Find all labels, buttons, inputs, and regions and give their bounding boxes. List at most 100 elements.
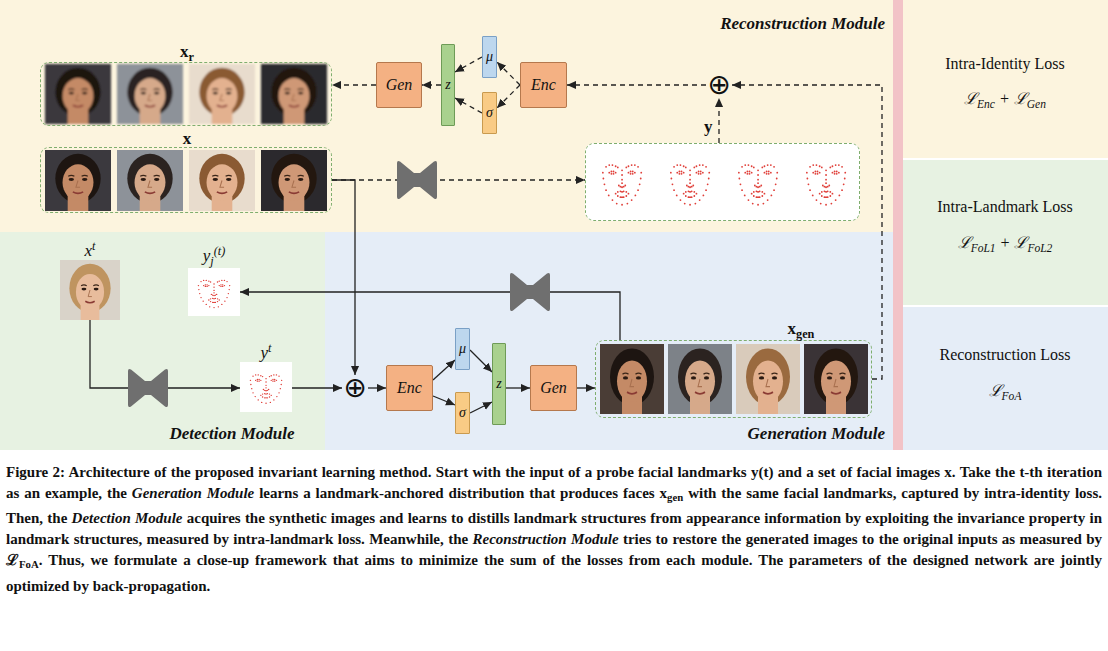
arrow-connector: [455, 98, 482, 113]
loss-panel: Intra-Landmark LossℒFoL1 + ℒFoL2: [903, 160, 1108, 305]
node-label: σ: [486, 105, 493, 121]
text-run: FoA: [1002, 390, 1022, 402]
face-photo: [600, 344, 664, 414]
text-run: Enc: [977, 98, 995, 110]
face-photo: [261, 150, 327, 211]
figure-caption: Figure 2: Architecture of the proposed i…: [6, 462, 1102, 597]
network-block: Enc: [386, 365, 433, 411]
node-label: σ: [459, 405, 466, 421]
text-run: gen: [667, 491, 683, 503]
node-label: ℒFoA: [989, 382, 1022, 399]
text-holder: Reconstruction Module: [720, 14, 885, 34]
text-run: Generation Module: [132, 485, 254, 501]
image-group: xr: [40, 62, 332, 126]
network-block: Enc: [520, 62, 567, 108]
arrow-connector: [470, 402, 492, 413]
loss-panel: Reconstruction LossℒFoA: [903, 307, 1108, 450]
face-photo: [189, 64, 255, 124]
node-label: y: [704, 117, 713, 136]
node-label: μ: [486, 49, 493, 65]
node-label: Gen: [540, 379, 567, 397]
node-label: ⊕: [343, 375, 366, 401]
text-run: FoL2: [1027, 242, 1052, 254]
arrow-connector: [455, 57, 482, 72]
text-run: (t): [214, 244, 226, 258]
arrow-connector: [433, 396, 455, 405]
node-label: ⊕: [707, 72, 730, 98]
face-photo: [60, 260, 120, 320]
panel-ground: [903, 307, 1108, 450]
latent-bar: σ: [455, 392, 470, 434]
face-photo: [804, 344, 868, 414]
node-label: xgen: [788, 319, 815, 338]
text-run: r: [189, 50, 194, 64]
text-run: FoL1: [971, 242, 996, 254]
text-run: gen: [796, 327, 814, 341]
text-holder: x: [183, 129, 192, 148]
node-label: Intra-Identity Loss: [945, 55, 1065, 72]
landmark-ground: [585, 143, 860, 221]
text-holder: yt: [261, 339, 272, 362]
node-label: x: [183, 129, 192, 148]
text-run: t: [92, 239, 95, 253]
node-label: Detection Module: [169, 424, 294, 443]
arrow-connector: [497, 62, 520, 85]
face-row: [600, 344, 868, 414]
node-label: Enc: [397, 379, 422, 397]
text-holder: Generation Module: [748, 424, 885, 444]
landmark-dots: [807, 165, 846, 205]
node-label: z: [445, 77, 450, 93]
network-block: Gen: [376, 62, 422, 108]
arrow-connector: [332, 84, 376, 85]
text-holder: xgen: [788, 319, 815, 344]
text-run: j: [210, 254, 213, 268]
arrow-connector: [332, 179, 585, 180]
arrow-connector: [368, 387, 386, 388]
latent-bar: z: [492, 343, 506, 425]
node-label: Reconstruction Loss: [939, 346, 1070, 363]
node-label: z: [496, 376, 501, 392]
sum-operator: ⊕: [342, 375, 368, 401]
divider-bar: [893, 0, 903, 450]
face-photo: [736, 344, 800, 414]
text-holder: ℒFoL1 + ℒFoL2: [958, 233, 1053, 258]
landmark-ground: [240, 362, 292, 412]
node-label: ℒFoL1 + ℒFoL2: [958, 234, 1053, 251]
image-tile: yt: [240, 362, 292, 412]
text-holder: Intra-Landmark Loss: [937, 197, 1073, 216]
node-label: ℒEnc + ℒGen: [964, 90, 1046, 107]
face-photo: [45, 64, 111, 124]
image-tile: xt: [60, 260, 120, 320]
module-region: Detection Modulextyj(t)yt: [0, 232, 325, 450]
landmark-dots: [198, 280, 229, 307]
node-label: Intra-Landmark Loss: [937, 198, 1073, 215]
text-run: Reconstruction Module: [473, 531, 619, 547]
arrow-connector: [718, 98, 719, 143]
text-run: Detection Module: [72, 510, 183, 526]
arrow-connector: [732, 85, 882, 379]
landmark-ground: [188, 268, 240, 316]
image-group: x: [40, 147, 332, 213]
arrow-connector: [506, 387, 530, 388]
node-label: xt: [85, 241, 96, 260]
loss-panel: Intra-Identity LossℒEnc + ℒGen: [903, 0, 1108, 158]
detector-network: [397, 161, 437, 199]
landmark-dots: [603, 165, 642, 205]
face-photo: [117, 64, 183, 124]
node-label: Generation Module: [748, 424, 885, 443]
latent-bar: σ: [482, 92, 497, 134]
node-label: xr: [180, 42, 194, 61]
latent-bar: z: [441, 44, 455, 126]
node-label: Gen: [386, 76, 413, 94]
module-ground: [0, 232, 325, 450]
image-group: y: [585, 143, 860, 221]
latent-bar: μ: [455, 328, 470, 370]
module-ground: [0, 0, 893, 232]
detector-network: [128, 369, 168, 407]
panel-ground: [903, 0, 1108, 158]
landmark-dots: [250, 375, 281, 403]
arrow-connector: [240, 292, 620, 340]
node-label: Enc: [531, 76, 556, 94]
text-holder: xr: [180, 42, 194, 67]
